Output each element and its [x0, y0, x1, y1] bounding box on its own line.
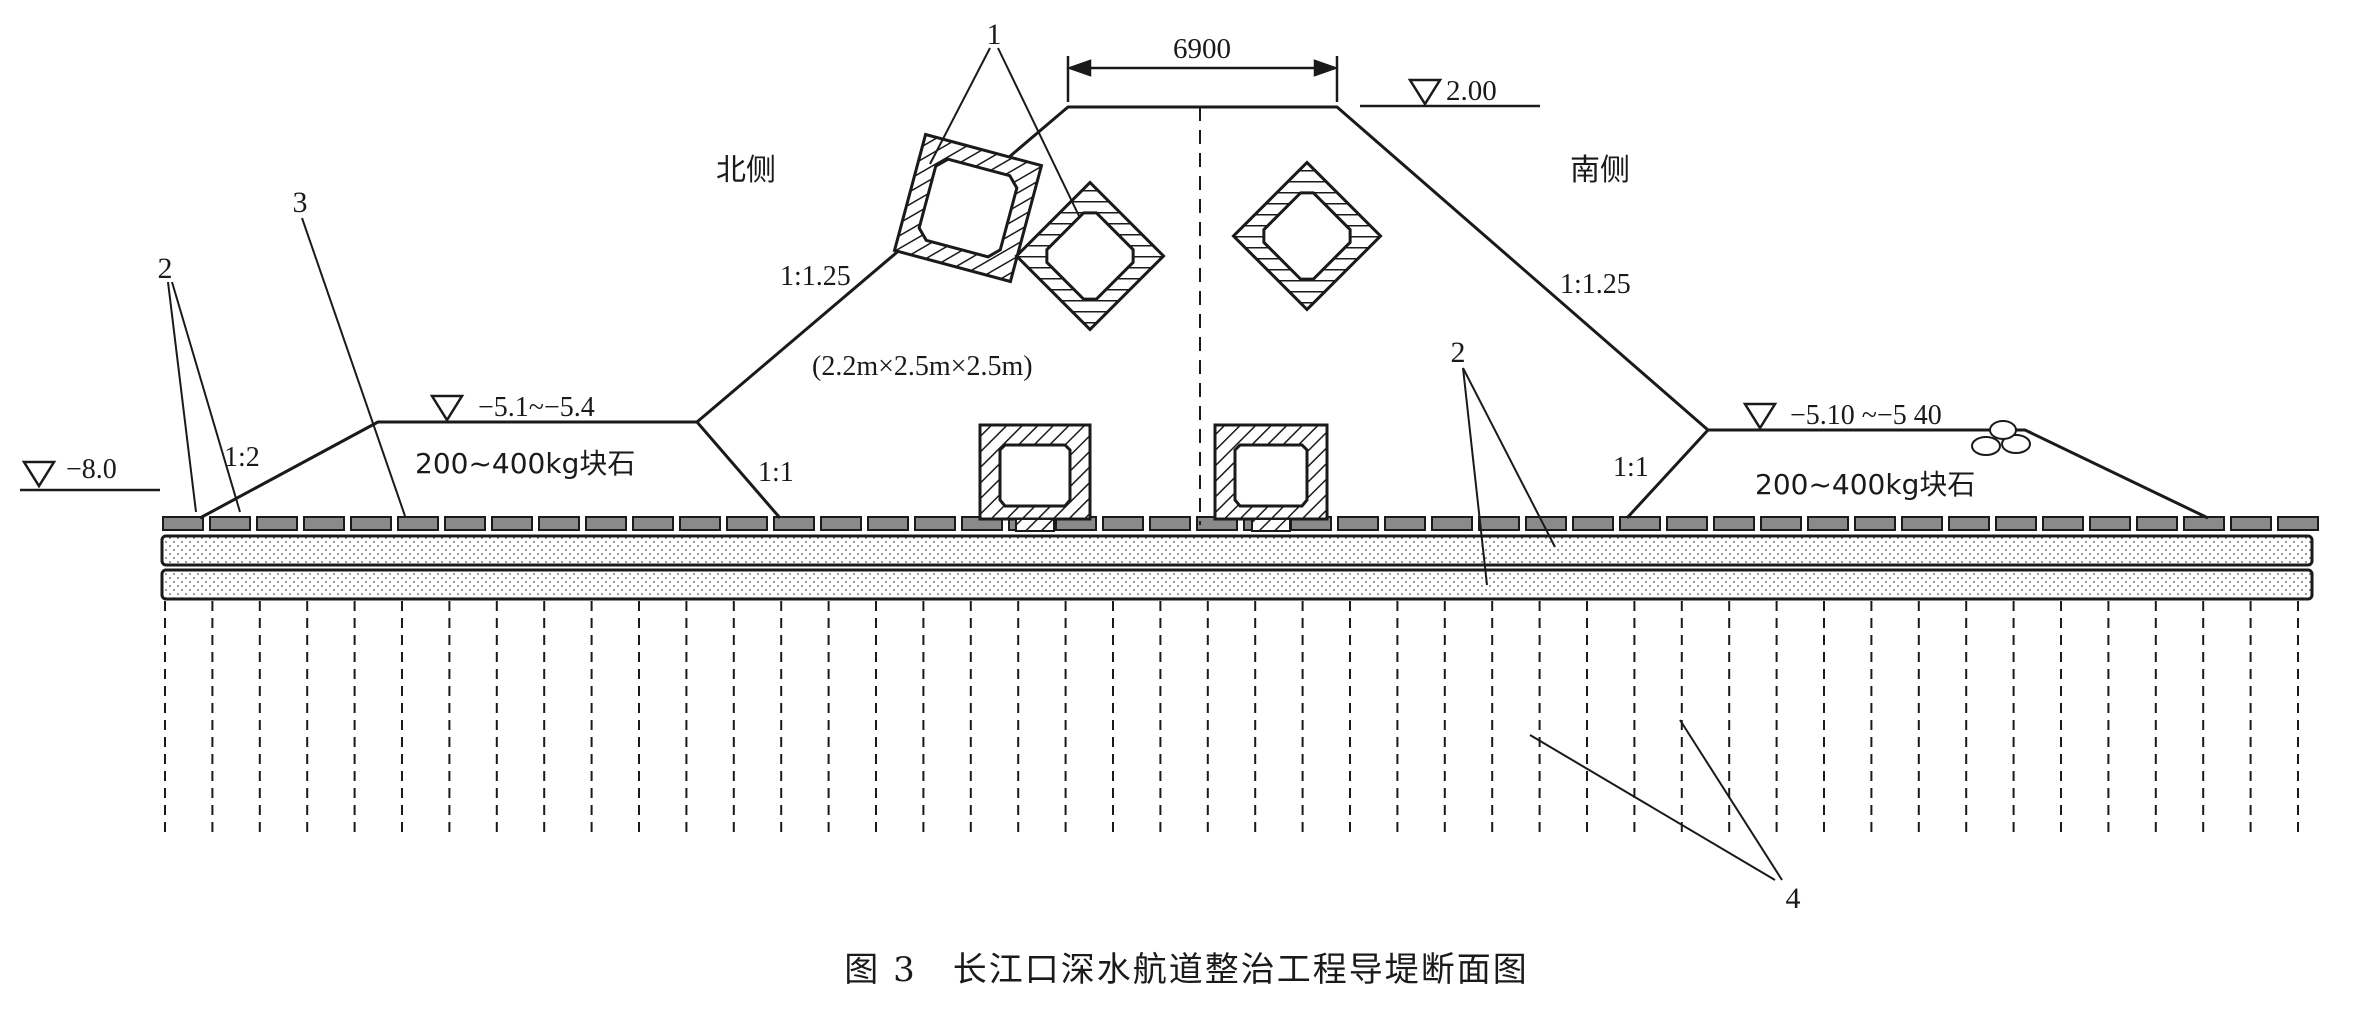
concrete-block: [1384, 516, 1426, 531]
concrete-block: [1572, 516, 1614, 531]
concrete-block: [914, 516, 956, 531]
crest-width-dimension: [1066, 56, 1339, 102]
slope-north-upper-label: 1:1.25: [780, 261, 851, 292]
concrete-block: [1666, 516, 1708, 531]
concrete-block: [1901, 516, 1943, 531]
concrete-block: [1948, 516, 1990, 531]
elevation-crest-label: 2.00: [1446, 75, 1497, 107]
caisson-diamond-south: [1231, 160, 1383, 312]
concrete-block: [1149, 516, 1191, 531]
concrete-block: [1760, 516, 1802, 531]
concrete-block: [2136, 516, 2178, 531]
sand-cushion-layer-lower: [160, 568, 2314, 601]
concrete-block: [397, 516, 439, 531]
vertical-drain-lines: [164, 601, 2299, 832]
slope-south-inner-label: 1:1: [1613, 452, 1649, 483]
concrete-block: [1995, 516, 2037, 531]
concrete-block: [2042, 516, 2084, 531]
concrete-block: [2183, 516, 2225, 531]
armour-stones: [1971, 420, 2031, 456]
north-berm-material-label: 200~400kg块石: [415, 447, 635, 480]
concrete-block: [773, 516, 815, 531]
callout-leaders: [167, 47, 1783, 881]
concrete-block: [538, 516, 580, 531]
elevation-south-berm-label: −5.10 ~−5 40: [1790, 400, 1942, 431]
slope-south-upper-label: 1:1.25: [1560, 269, 1631, 300]
concrete-block: [2089, 516, 2131, 531]
concrete-block: [1807, 516, 1849, 531]
elevation-marker-crest: [1360, 78, 1540, 108]
inner-slope-south: [1625, 428, 1710, 520]
concrete-block: [632, 516, 674, 531]
concrete-block: [820, 516, 862, 531]
caisson-diamond-north: [1014, 180, 1166, 332]
concrete-block: [1619, 516, 1661, 531]
concrete-block: [585, 516, 627, 531]
slope-north-berm-outer-label: 1:2: [224, 442, 260, 473]
concrete-block: [1102, 516, 1144, 531]
concrete-block: [2277, 516, 2319, 531]
concrete-block: [1478, 516, 1520, 531]
concrete-block: [726, 516, 768, 531]
elevation-marker-south-berm: [1742, 402, 1778, 431]
concrete-block: [1713, 516, 1755, 531]
concrete-block: [1337, 516, 1379, 531]
sand-cushion-layer-upper: [160, 534, 2314, 567]
concrete-block: [1431, 516, 1473, 531]
levee-body: [199, 105, 2209, 520]
concrete-block: [350, 516, 392, 531]
caisson-base-north: [978, 423, 1092, 532]
caisson-rotated-top-left: [892, 132, 1044, 284]
levee-outline-north: [199, 105, 2209, 520]
north-side-label: 北侧: [716, 153, 776, 188]
caisson-base-south: [1213, 423, 1329, 532]
concrete-block: [491, 516, 533, 531]
callout-1: 1: [987, 18, 1002, 51]
concrete-block: [256, 516, 298, 531]
concrete-block: [867, 516, 909, 531]
concrete-block: [303, 516, 345, 531]
inner-slope-north: [695, 421, 782, 519]
callout-4: 4: [1786, 882, 1801, 915]
concrete-block: [209, 516, 251, 531]
concrete-block: [679, 516, 721, 531]
elevation-seabed-label: −8.0: [66, 454, 117, 485]
elevation-north-berm-label: −5.1~−5.4: [478, 392, 595, 423]
concrete-block: [162, 516, 204, 531]
callout-3: 3: [293, 186, 308, 219]
callout-2-left: 2: [158, 252, 173, 285]
concrete-block: [2230, 516, 2272, 531]
figure-caption: 图 3 长江口深水航道整治工程导堤断面图: [844, 950, 1529, 990]
concrete-block: [444, 516, 486, 531]
concrete-block: [1854, 516, 1896, 531]
slope-north-inner-label: 1:1: [758, 457, 794, 488]
crest-width-label: 6900: [1173, 33, 1231, 65]
elevation-marker-seabed: [20, 460, 160, 492]
south-berm-material-label: 200~400kg块石: [1755, 468, 1975, 501]
callout-2-right: 2: [1451, 336, 1466, 369]
elevation-marker-north-berm: [429, 394, 465, 423]
south-side-label: 南侧: [1570, 153, 1630, 188]
caisson-size-label: (2.2m×2.5m×2.5m): [812, 351, 1033, 382]
